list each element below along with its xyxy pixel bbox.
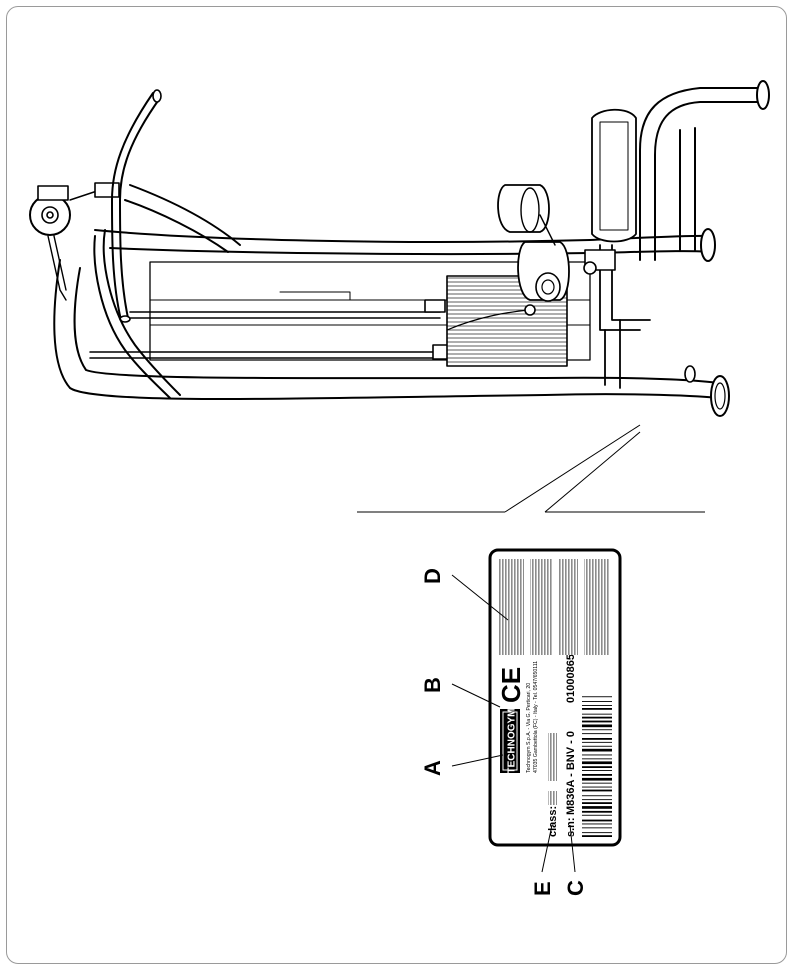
ce-mark: CE (496, 667, 526, 703)
serial-label: s.n: (565, 817, 577, 837)
address-line-2: 47035 Gambettola (FC) - Italy - Tel. 054… (533, 661, 539, 773)
identification-plate: TECHNOGYM CE Technogym S.p.A. - Via G. P… (488, 548, 622, 847)
callout-a: A (420, 760, 445, 776)
figure-frame (6, 6, 787, 964)
callout-leaders (451, 574, 576, 873)
svg-text:TECHNOGYM: TECHNOGYM (507, 709, 518, 774)
callout-b: B (420, 677, 445, 693)
serial-number: 01000865 (565, 654, 577, 703)
callout-e: E (530, 881, 555, 896)
regulatory-text-blocks (498, 559, 610, 655)
callout-d: D (420, 568, 445, 584)
barcode-icon (582, 696, 612, 837)
class-label: class: (547, 806, 559, 837)
machine-illustration (29, 80, 770, 417)
plate-leader-lines (357, 424, 705, 513)
address-line-1: Technogym S.p.A. - Via G. Perticari, 20 (526, 683, 532, 773)
serial-value: M836A - BNV - 0 (565, 731, 577, 815)
technogym-logo: TECHNOGYM (500, 709, 520, 774)
callout-c: C (563, 880, 588, 896)
